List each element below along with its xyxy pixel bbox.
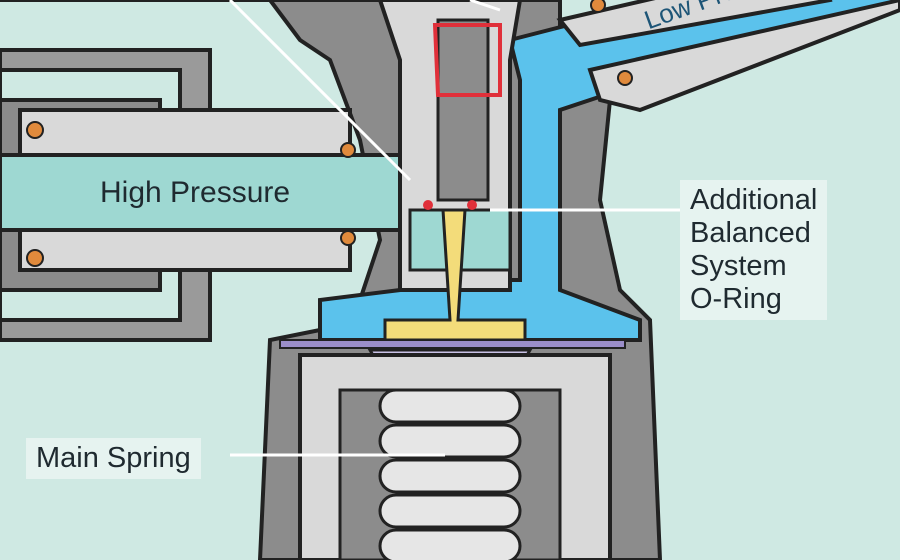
high-pressure-channel bbox=[0, 153, 402, 232]
high-pressure-label: High Pressure bbox=[100, 176, 291, 209]
outlet-fitting-top bbox=[556, 0, 833, 48]
oring-icon bbox=[26, 121, 44, 139]
oring-callout-line: Additional bbox=[690, 184, 818, 216]
outlet-fitting-bottom bbox=[587, 0, 900, 113]
oring-red bbox=[467, 200, 477, 210]
diaphragm bbox=[279, 339, 626, 349]
valve-stem bbox=[436, 18, 490, 202]
leader-lines bbox=[228, 0, 680, 457]
oring-icon bbox=[617, 70, 633, 86]
oring-icon bbox=[340, 142, 356, 158]
oring-icon bbox=[590, 0, 606, 13]
main-spring bbox=[378, 388, 522, 560]
red-highlight-path bbox=[432, 23, 502, 97]
oring-callout-line: O-Ring bbox=[690, 283, 782, 315]
oring-icon bbox=[340, 230, 356, 246]
oring-red bbox=[423, 200, 433, 210]
oring-callout: Additional Balanced System O-Ring bbox=[680, 180, 828, 320]
oring-callout-line: Balanced bbox=[690, 217, 811, 249]
main-spring-label: Main Spring bbox=[26, 438, 201, 479]
oring-icon bbox=[26, 249, 44, 267]
oring-callout-line: System bbox=[690, 250, 787, 282]
